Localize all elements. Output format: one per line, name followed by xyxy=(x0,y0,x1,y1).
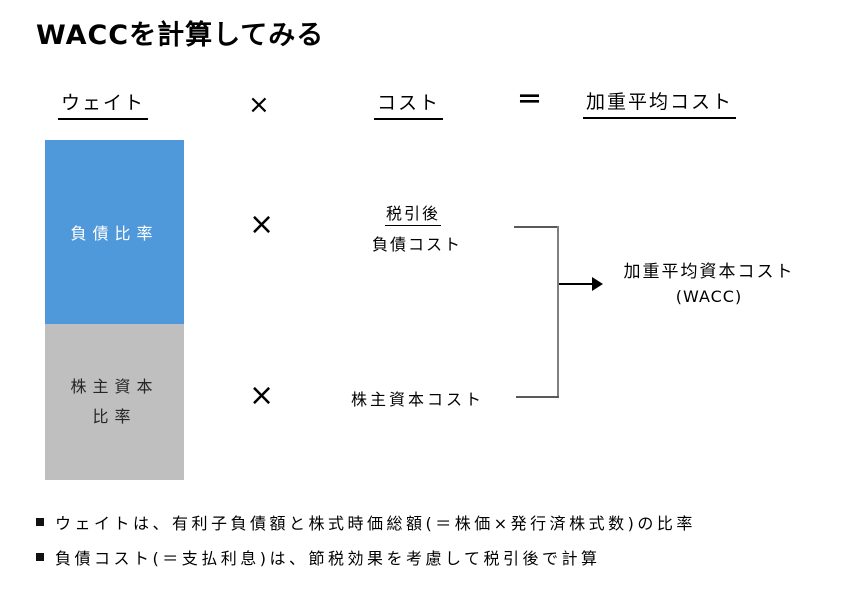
debt-ratio-box: 負債比率 xyxy=(45,140,184,324)
equity-ratio-box: 株主資本 比率 xyxy=(45,324,184,480)
wacc-result-abbr: (WACC) xyxy=(675,287,743,307)
equity-ratio-label-line2: 比率 xyxy=(92,407,137,426)
arrow-shaft xyxy=(559,283,593,285)
multiply-operator-debt: × xyxy=(249,207,275,242)
page-title: WACCを計算してみる xyxy=(36,20,325,51)
note-text: ウェイトは、有利子負債額と株式時価総額(＝株価×発行済株式数)の比率 xyxy=(55,513,696,533)
bracket-top-line xyxy=(514,226,559,228)
after-tax-label: 税引後 xyxy=(385,200,442,226)
note-item: ウェイトは、有利子負債額と株式時価総額(＝株価×発行済株式数)の比率 xyxy=(36,504,826,539)
debt-ratio-label: 負債比率 xyxy=(70,224,159,243)
bullet-square-icon xyxy=(36,552,44,561)
wacc-result-block: 加重平均資本コスト (WACC) xyxy=(606,259,812,310)
header-weight-label: ウェイト xyxy=(58,88,149,120)
debt-cost-label: 負債コスト xyxy=(372,235,463,254)
wacc-result-label: 加重平均資本コスト xyxy=(623,262,795,282)
arrow-right-icon xyxy=(592,277,603,291)
note-item: 負債コスト(＝支払利息)は、節税効果を考慮して税引後で計算 xyxy=(36,539,826,574)
equity-cost-label: 株主資本コスト xyxy=(351,390,485,409)
equals-operator: ＝ xyxy=(517,85,543,114)
header-cost-label: コスト xyxy=(374,88,444,120)
bracket-vertical-line xyxy=(557,226,559,398)
note-text: 負債コスト(＝支払利息)は、節税効果を考慮して税引後で計算 xyxy=(55,548,601,568)
equity-ratio-label-line1: 株主資本 xyxy=(70,377,159,396)
multiply-operator-header: × xyxy=(248,90,270,120)
bullet-square-icon xyxy=(36,517,44,526)
bracket-bottom-line xyxy=(516,396,559,398)
header-weighted-average-label: 加重平均コスト xyxy=(583,87,737,119)
notes-list: ウェイトは、有利子負債額と株式時価総額(＝株価×発行済株式数)の比率 負債コスト… xyxy=(36,504,826,574)
multiply-operator-equity: × xyxy=(249,378,275,413)
